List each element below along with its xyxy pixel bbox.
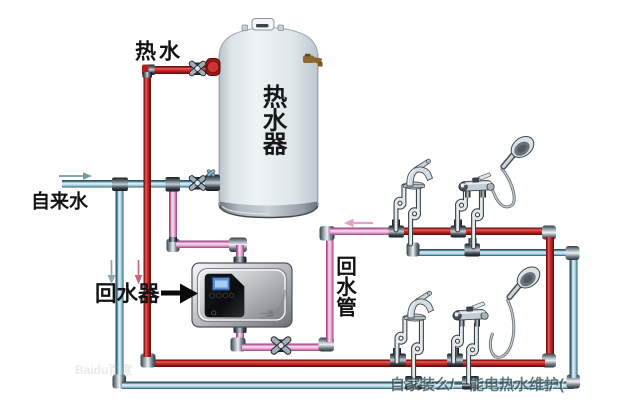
svg-text:一适: 一适 — [260, 309, 274, 318]
svg-text:回: 回 — [336, 256, 357, 279]
svg-text:水: 水 — [263, 107, 288, 135]
svg-text:水: 水 — [336, 276, 357, 299]
svg-text:热水: 热水 — [135, 40, 183, 64]
svg-text:回水器: 回水器 — [95, 282, 160, 306]
svg-text:自家装么/一能电热水维护(: 自家装么/一能电热水维护( — [390, 376, 564, 394]
svg-text:器: 器 — [262, 132, 288, 159]
svg-text:管: 管 — [336, 296, 357, 320]
svg-text:Baidu百度: Baidu百度 — [75, 362, 133, 377]
svg-text:自来水: 自来水 — [31, 190, 89, 213]
svg-text:热: 热 — [263, 84, 288, 112]
svg-text:自家装么/一能电热水维护(: 自家装么/一能电热水维护( — [391, 377, 565, 395]
